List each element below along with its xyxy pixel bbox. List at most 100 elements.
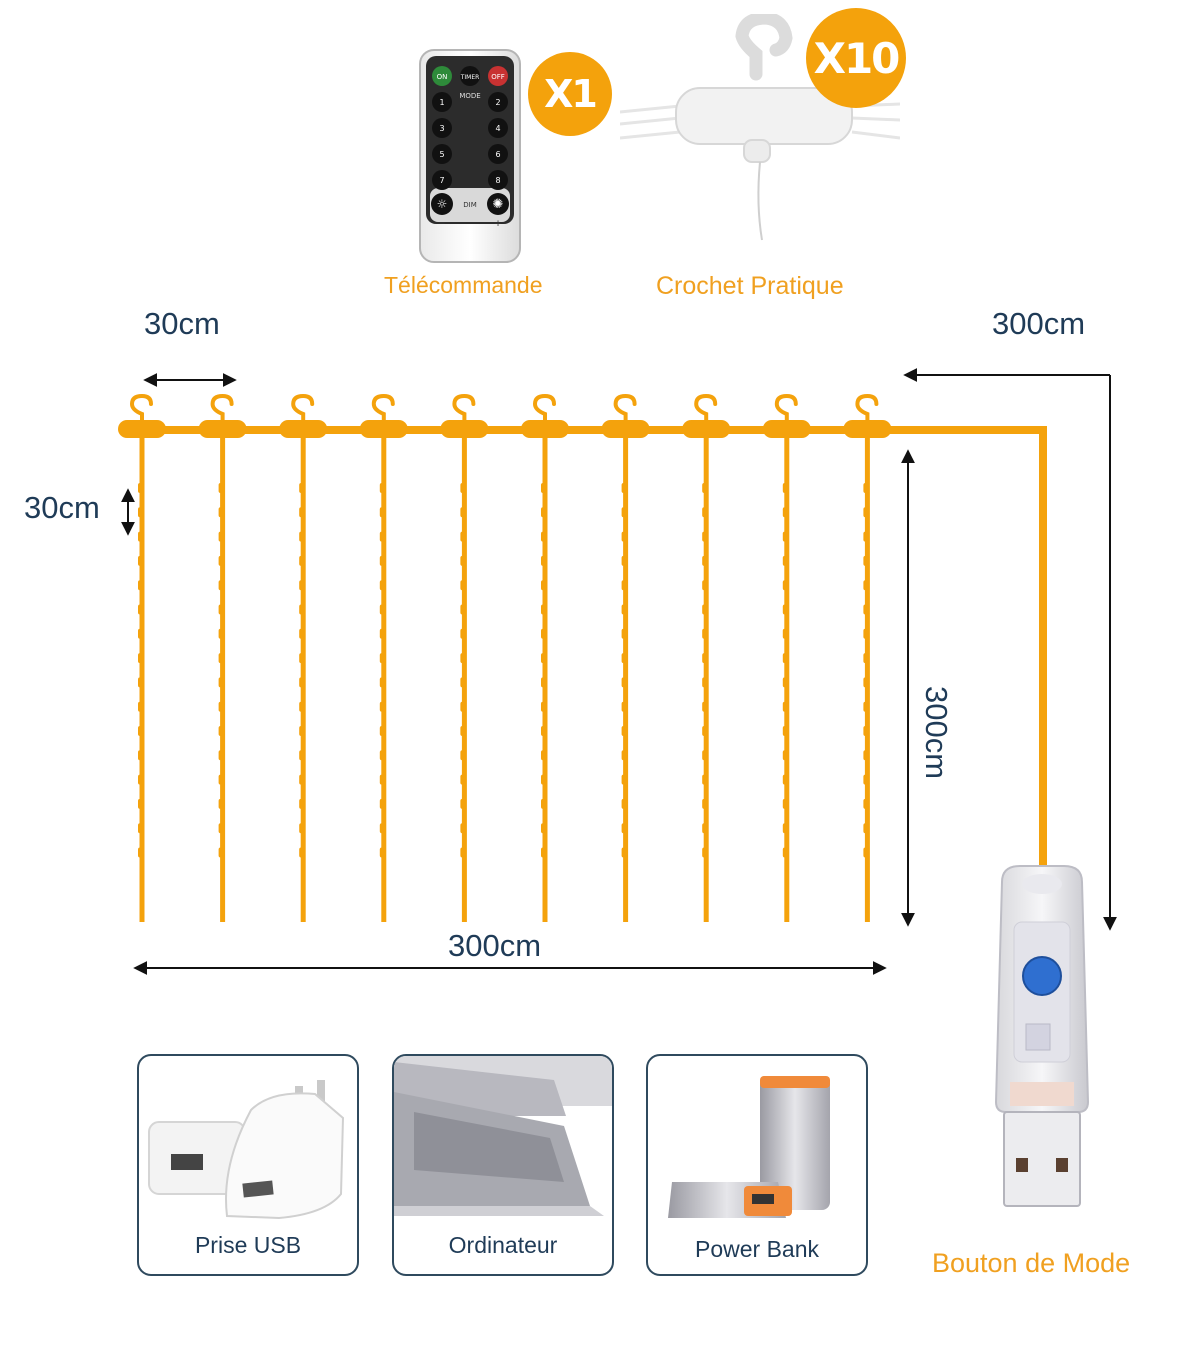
svg-text:☼: ☼ — [437, 197, 448, 211]
led-bulb — [541, 628, 547, 639]
hook-clip — [601, 420, 650, 438]
led-bulb — [138, 628, 144, 639]
led-bulb — [782, 555, 789, 566]
led-bulb — [782, 580, 789, 591]
led-bulb — [541, 823, 547, 834]
hook-icon — [619, 11, 901, 241]
led-bulb — [621, 701, 628, 712]
led-bulb — [379, 750, 386, 761]
led-bulb — [863, 726, 870, 736]
remote-key-8 — [488, 170, 508, 190]
led-bulb — [138, 483, 144, 493]
mode-button-icon — [1022, 956, 1062, 996]
led-bulb — [379, 701, 386, 712]
hanging-hook-icon — [291, 393, 315, 422]
led-bulb — [299, 726, 306, 736]
light-strands — [118, 393, 892, 922]
led-bulb — [863, 580, 870, 591]
led-bulb — [138, 750, 144, 761]
led-bulb — [541, 531, 547, 542]
led-bulb — [863, 628, 870, 639]
light-strand — [682, 393, 731, 922]
led-bulb — [863, 750, 870, 761]
led-bulb — [460, 677, 467, 688]
hanging-hook-icon — [774, 393, 798, 422]
led-bulb — [863, 677, 870, 688]
led-bulb — [621, 677, 628, 688]
height-label: 300cm — [919, 686, 954, 780]
led-bulb — [702, 531, 709, 542]
hook-accessory — [619, 11, 901, 244]
led-bulb — [138, 701, 144, 712]
remote-quantity-badge: X1 — [528, 52, 612, 136]
power-bank-label: Power Bank — [694, 1236, 819, 1262]
led-bulb — [702, 580, 709, 591]
led-bulb — [138, 677, 144, 688]
led-bulb — [218, 750, 225, 761]
light-strand — [198, 393, 247, 922]
remote-mode-text: MODE — [459, 92, 480, 100]
led-bulb — [863, 653, 870, 664]
led-bulb — [782, 531, 789, 542]
remote-key-label: 4 — [495, 124, 500, 133]
remote-key-7 — [432, 170, 452, 190]
usb-controller — [980, 862, 1104, 1212]
remote-timer-text: TIMER — [460, 74, 480, 81]
led-bulb — [782, 677, 789, 688]
width-label: 300cm — [448, 928, 542, 963]
led-bulb — [299, 507, 306, 518]
led-bulb — [379, 555, 386, 566]
led-bulb — [460, 847, 467, 858]
led-bulb — [460, 726, 467, 736]
top-wire — [122, 426, 1047, 875]
led-bulb — [702, 677, 709, 688]
hanging-hook-icon — [129, 393, 153, 422]
led-bulb — [138, 653, 144, 664]
led-bulb — [218, 580, 225, 591]
led-bulb — [702, 628, 709, 639]
led-bulb — [460, 823, 467, 834]
hanging-hook-icon — [210, 393, 234, 422]
led-bulb — [863, 531, 870, 542]
light-strand — [359, 393, 408, 922]
led-bulb — [621, 774, 628, 785]
light-strand — [601, 393, 650, 922]
led-bulb — [782, 653, 789, 664]
usb-controller-icon — [994, 865, 1090, 1207]
hanging-hook-icon — [855, 393, 879, 422]
light-strand — [762, 393, 811, 922]
led-bulb — [863, 823, 870, 834]
led-bulb — [541, 677, 547, 688]
led-bulb — [863, 798, 870, 809]
led-bulb — [138, 823, 144, 834]
led-bulb — [138, 774, 144, 785]
led-bulb — [621, 823, 628, 834]
hook-clip — [279, 420, 328, 438]
led-bulb — [218, 701, 225, 712]
led-bulb — [218, 628, 225, 639]
led-bulb — [299, 677, 306, 688]
remote-off-text: OFF — [491, 73, 505, 81]
led-bulb — [863, 604, 870, 615]
led-bulb — [621, 798, 628, 809]
led-bulb — [541, 726, 547, 736]
led-bulb — [460, 507, 467, 518]
led-bulb — [782, 847, 789, 858]
remote-minus-text: − — [438, 219, 446, 229]
led-bulb — [218, 531, 225, 542]
hook-label: Crochet Pratique — [656, 272, 844, 300]
led-bulb — [218, 847, 225, 858]
remote-label: Télécommande — [384, 272, 543, 298]
led-bulb — [621, 555, 628, 566]
led-bulb — [299, 531, 306, 542]
svg-text:✺: ✺ — [493, 197, 504, 212]
led-bulb — [460, 555, 467, 566]
hook-clip — [198, 420, 247, 438]
led-bulb — [460, 750, 467, 761]
led-bulb — [379, 726, 386, 736]
led-bulb — [218, 798, 225, 809]
led-bulb — [379, 531, 386, 542]
led-spacing-label: 30cm — [24, 490, 100, 525]
